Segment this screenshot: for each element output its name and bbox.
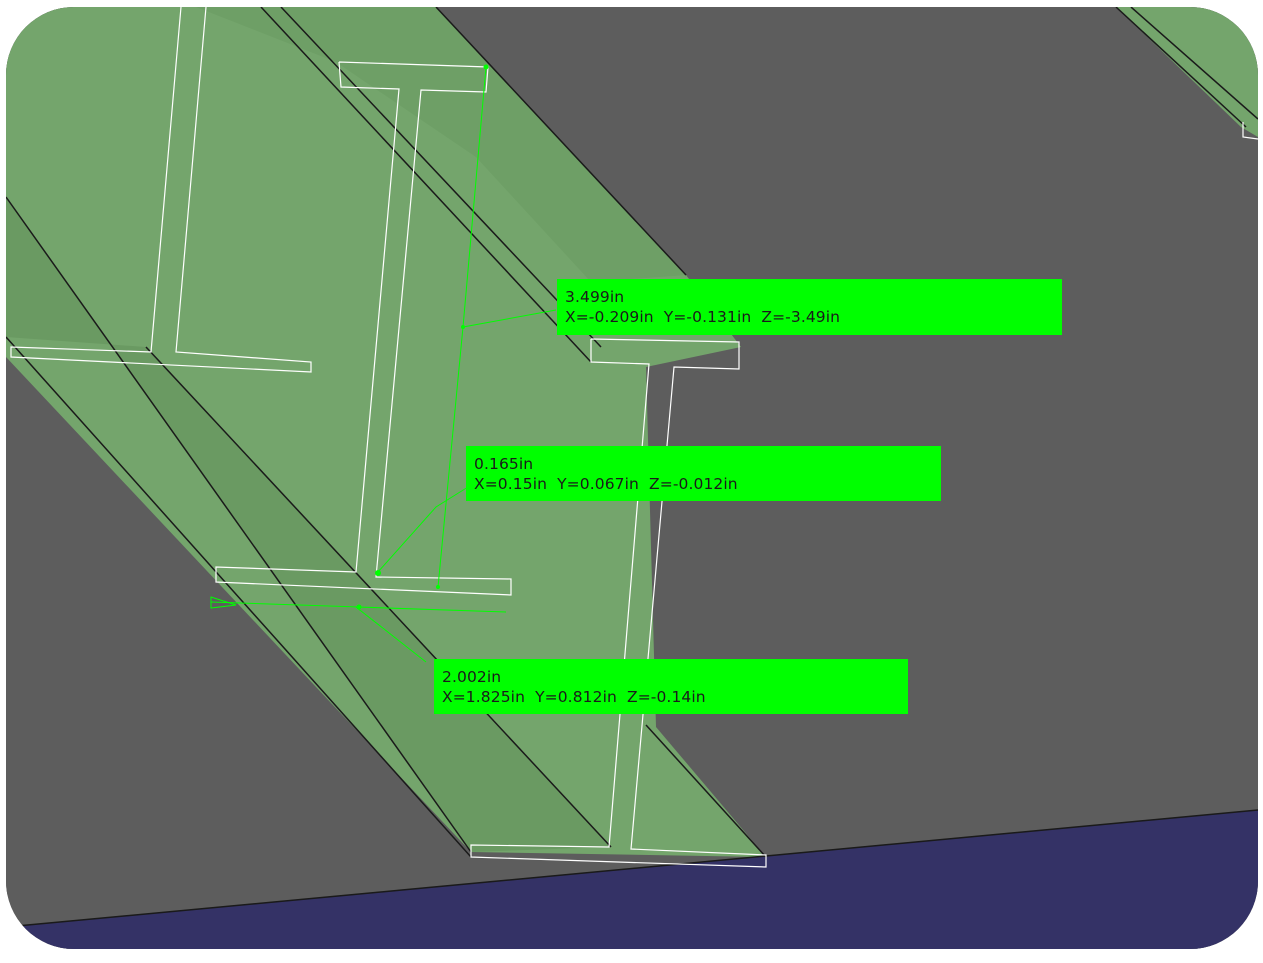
measurement-label-3[interactable]: 2.002in X=1.825in Y=0.812in Z=-0.14in (434, 659, 908, 714)
section-outlines (10, 7, 1258, 868)
measurement-points (356, 64, 489, 610)
measurement-components: X=1.825in Y=0.812in Z=-0.14in (442, 688, 706, 706)
measurement-label-1[interactable]: 3.499in X=-0.209in Y=-0.131in Z=-3.49in (557, 279, 1062, 335)
3d-viewport[interactable]: 3.499in X=-0.209in Y=-0.131in Z=-3.49in … (6, 7, 1258, 949)
floor-surface (6, 810, 1258, 949)
measurement-distance: 2.002in (442, 668, 502, 686)
measurement-label-2[interactable]: 0.165in X=0.15in Y=0.067in Z=-0.012in (466, 446, 941, 501)
measurement-components: X=-0.209in Y=-0.131in Z=-3.49in (565, 308, 841, 326)
beam-edges (6, 7, 1258, 928)
measurement-distance: 3.499in (565, 288, 625, 306)
measurement-distance: 0.165in (474, 455, 534, 473)
viewport-geometry[interactable] (6, 7, 1258, 949)
beam-upper-web-face[interactable] (196, 7, 686, 282)
measurement-components: X=0.15in Y=0.067in Z=-0.012in (474, 475, 738, 493)
